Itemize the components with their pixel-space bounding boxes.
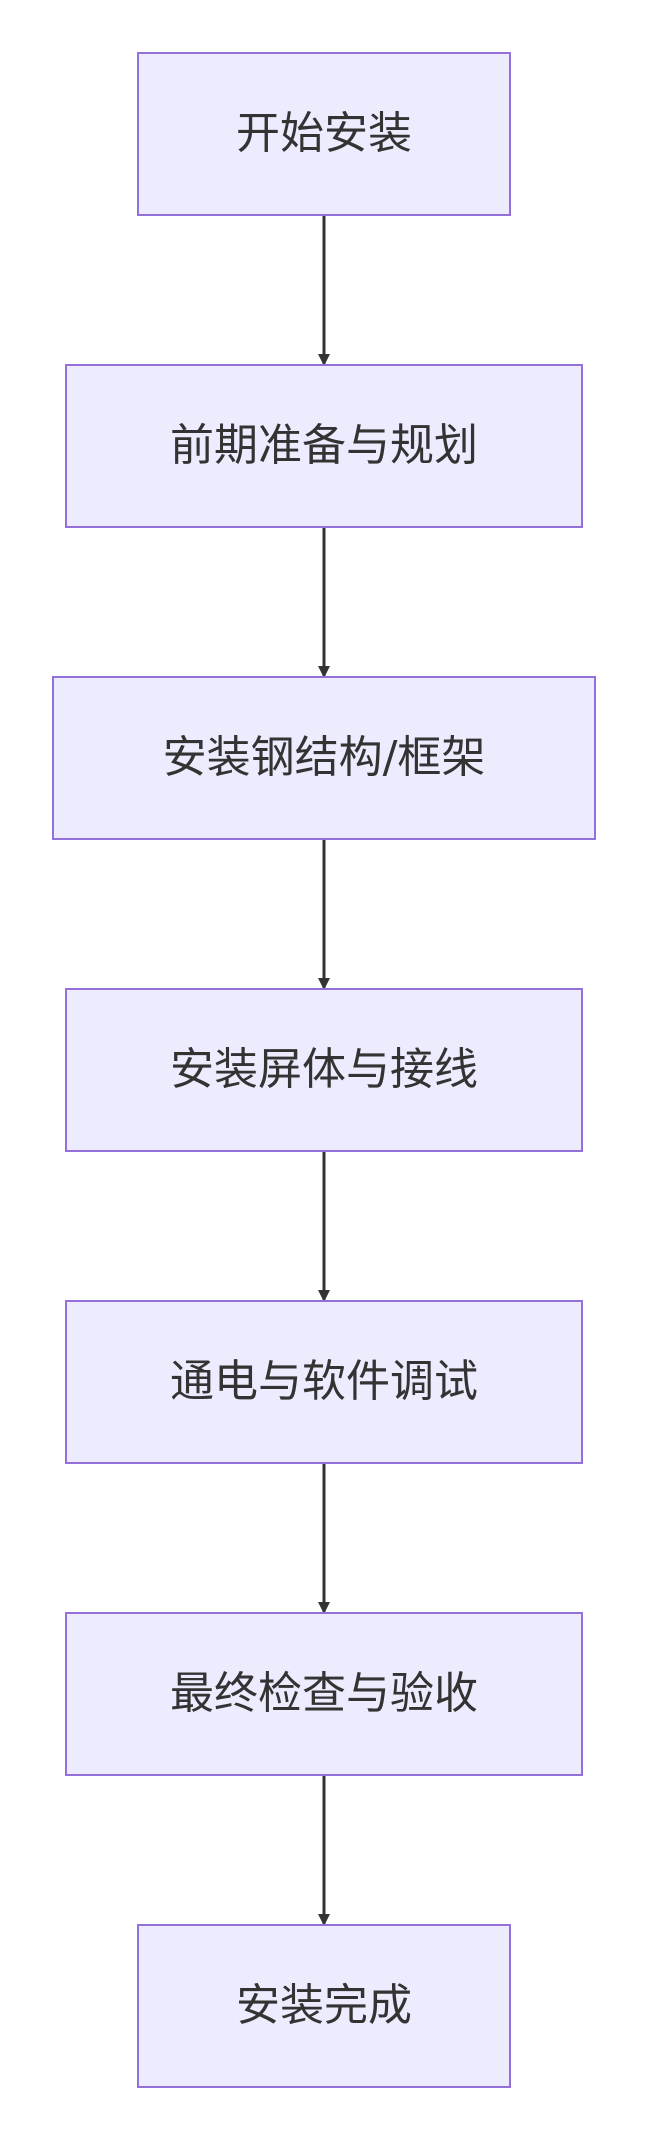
- node-start-installation-label: 开始安装: [236, 108, 412, 159]
- node-installation-complete: 安装完成: [137, 1924, 511, 2088]
- node-install-steel-frame: 安装钢结构/框架: [52, 676, 596, 840]
- node-final-inspection-acceptance: 最终检查与验收: [65, 1612, 583, 1776]
- node-installation-complete-label: 安装完成: [236, 1980, 412, 2031]
- node-final-inspection-acceptance-label: 最终检查与验收: [170, 1668, 478, 1719]
- node-power-software-debug: 通电与软件调试: [65, 1300, 583, 1464]
- node-start-installation: 开始安装: [137, 52, 511, 216]
- node-install-steel-frame-label: 安装钢结构/框架: [162, 732, 486, 783]
- node-power-software-debug-label: 通电与软件调试: [170, 1356, 478, 1407]
- node-install-screen-wiring-label: 安装屏体与接线: [170, 1044, 478, 1095]
- node-preparation-planning-label: 前期准备与规划: [170, 420, 478, 471]
- node-preparation-planning: 前期准备与规划: [65, 364, 583, 528]
- node-install-screen-wiring: 安装屏体与接线: [65, 988, 583, 1152]
